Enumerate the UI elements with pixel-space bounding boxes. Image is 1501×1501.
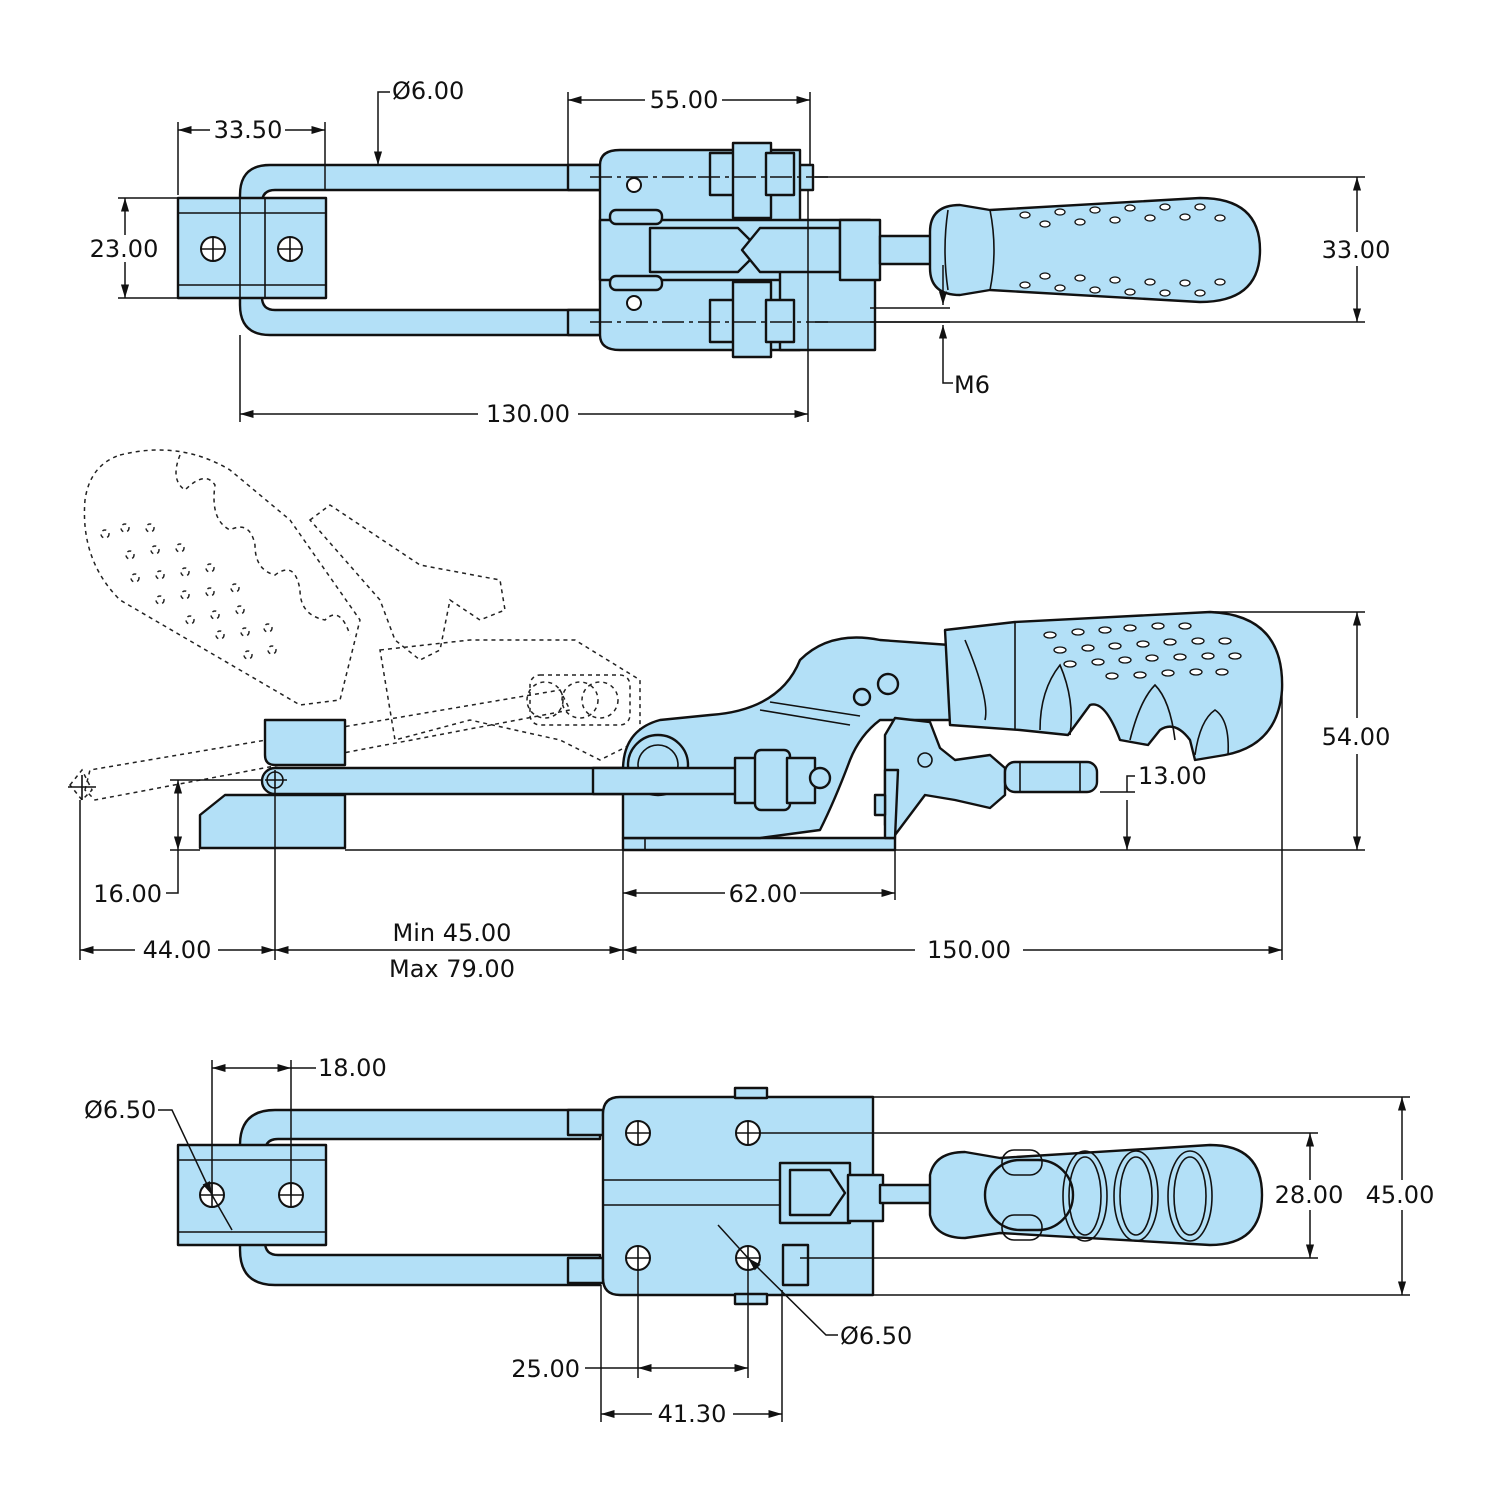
dim-28-00: 28.00: [1275, 1181, 1344, 1209]
top-view: 33.50 Ø6.00 55.00 23.00 33.00 M6: [90, 77, 1391, 428]
dim-m6: M6: [954, 371, 990, 399]
side-ghost-open: [68, 449, 641, 802]
side-dims: 54.00 13.00 16.00 62.00 44.00 Min 45.00 …: [79, 611, 1391, 983]
top-nut-6: [764, 298, 796, 344]
top-handle-dimples: [1019, 203, 1226, 297]
top-link: [648, 226, 762, 274]
side-hook-top: [263, 718, 347, 767]
bottom-dims: 18.00 Ø6.50 28.00 45.00 Ø6.50 25.00: [84, 1054, 1434, 1428]
dim-130-00: 130.00: [486, 400, 570, 428]
dim-phi-6-50-right: Ø6.50: [840, 1322, 912, 1350]
dim-62-00: 62.00: [729, 880, 798, 908]
bottom-view: 18.00 Ø6.50 28.00 45.00 Ø6.50 25.00: [84, 1054, 1434, 1428]
side-nut-2: [753, 748, 792, 812]
side-trigger: [883, 716, 1007, 840]
dim-33-50: 33.50: [214, 116, 283, 144]
top-dims: 33.50 Ø6.00 55.00 23.00 33.00 M6: [90, 77, 1391, 428]
side-handle-dimples: [1043, 622, 1242, 680]
dim-23-00: 23.00: [90, 235, 159, 263]
dim-phi-6-00: Ø6.00: [392, 77, 464, 105]
dim-25-00: 25.00: [511, 1355, 580, 1383]
top-handle: [928, 196, 1262, 304]
dim-max-79: Max 79.00: [389, 955, 515, 983]
top-nut-2: [731, 141, 773, 220]
dim-45-00: 45.00: [1366, 1181, 1435, 1209]
dim-41-30: 41.30: [658, 1400, 727, 1428]
dim-150-00: 150.00: [927, 936, 1011, 964]
side-base: [621, 836, 897, 852]
dim-54-00: 54.00: [1322, 723, 1391, 751]
dim-phi-6-50-left: Ø6.50: [84, 1096, 156, 1124]
side-plunger: [1003, 760, 1099, 794]
top-nut-5: [731, 280, 773, 359]
dim-44-00: 44.00: [143, 936, 212, 964]
side-view: 54.00 13.00 16.00 62.00 44.00 Min 45.00 …: [68, 449, 1391, 983]
side-handle: [943, 610, 1284, 762]
dim-55-00: 55.00: [650, 86, 719, 114]
top-body-side: [778, 268, 877, 352]
side-hook-wedge: [198, 793, 347, 850]
dim-16-00: 16.00: [93, 880, 162, 908]
dim-min-45: Min 45.00: [393, 919, 512, 947]
top-nut-3: [764, 151, 796, 197]
dim-13-00: 13.00: [1138, 762, 1207, 790]
dim-33-00: 33.00: [1322, 236, 1391, 264]
dim-18-00: 18.00: [318, 1054, 387, 1082]
